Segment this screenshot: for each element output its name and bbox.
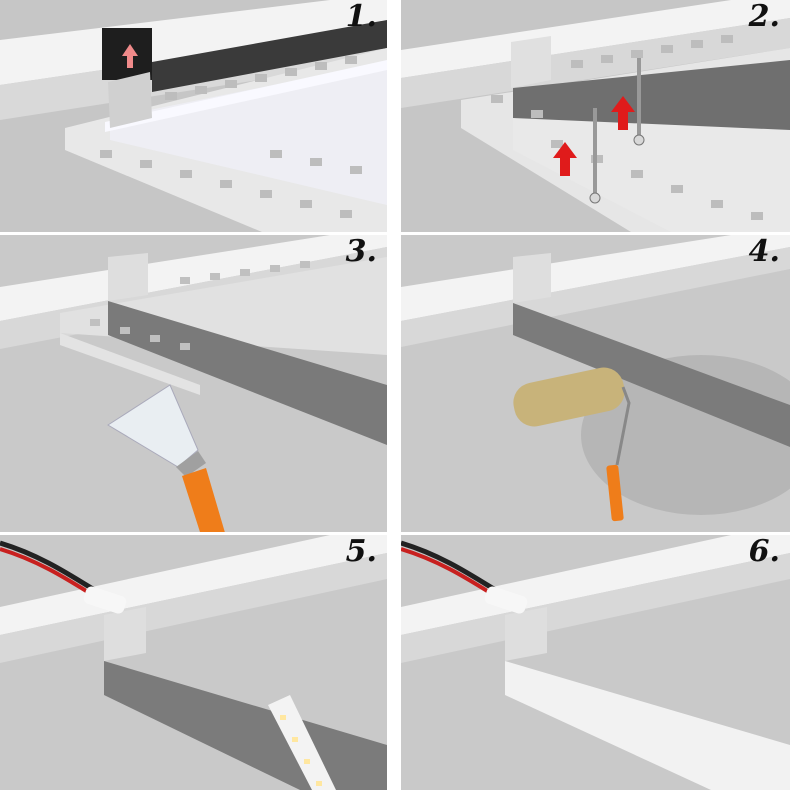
arrow-up-icon bbox=[611, 96, 635, 130]
step-1-panel: 1. bbox=[0, 0, 387, 232]
step-2-panel: 2. bbox=[401, 0, 790, 232]
step-number: 6. bbox=[748, 535, 780, 569]
profile-channel bbox=[108, 301, 387, 445]
led-strip-icon bbox=[268, 695, 336, 790]
connector-icon bbox=[484, 586, 528, 614]
paint-roller-icon bbox=[513, 367, 631, 522]
step-number: 4. bbox=[748, 235, 780, 269]
step-3-panel: 3. bbox=[0, 235, 387, 532]
step-5-illustration bbox=[0, 535, 387, 790]
step-number: 5. bbox=[345, 535, 377, 569]
step-5-panel: 5. bbox=[0, 535, 387, 790]
arrow-up-icon bbox=[553, 142, 577, 176]
step-3-illustration bbox=[0, 235, 387, 532]
step-2-illustration bbox=[401, 0, 790, 232]
step-1-illustration bbox=[0, 0, 387, 232]
arrow-up-icon bbox=[122, 44, 138, 68]
profile-channel bbox=[513, 303, 790, 447]
screw-icon bbox=[633, 58, 645, 146]
step-6-illustration bbox=[401, 535, 790, 790]
step-4-illustration bbox=[401, 235, 790, 532]
step-6-panel: 6. bbox=[401, 535, 790, 790]
putty-knife-icon bbox=[107, 384, 225, 532]
connector-icon bbox=[83, 586, 127, 614]
screw-icon bbox=[589, 108, 601, 204]
step-number: 1. bbox=[345, 0, 377, 34]
diffuser-installed bbox=[505, 661, 790, 790]
step-number: 3. bbox=[345, 235, 377, 269]
diffuser bbox=[110, 62, 387, 205]
step-number: 2. bbox=[748, 0, 780, 34]
step-4-panel: 4. bbox=[401, 235, 790, 532]
